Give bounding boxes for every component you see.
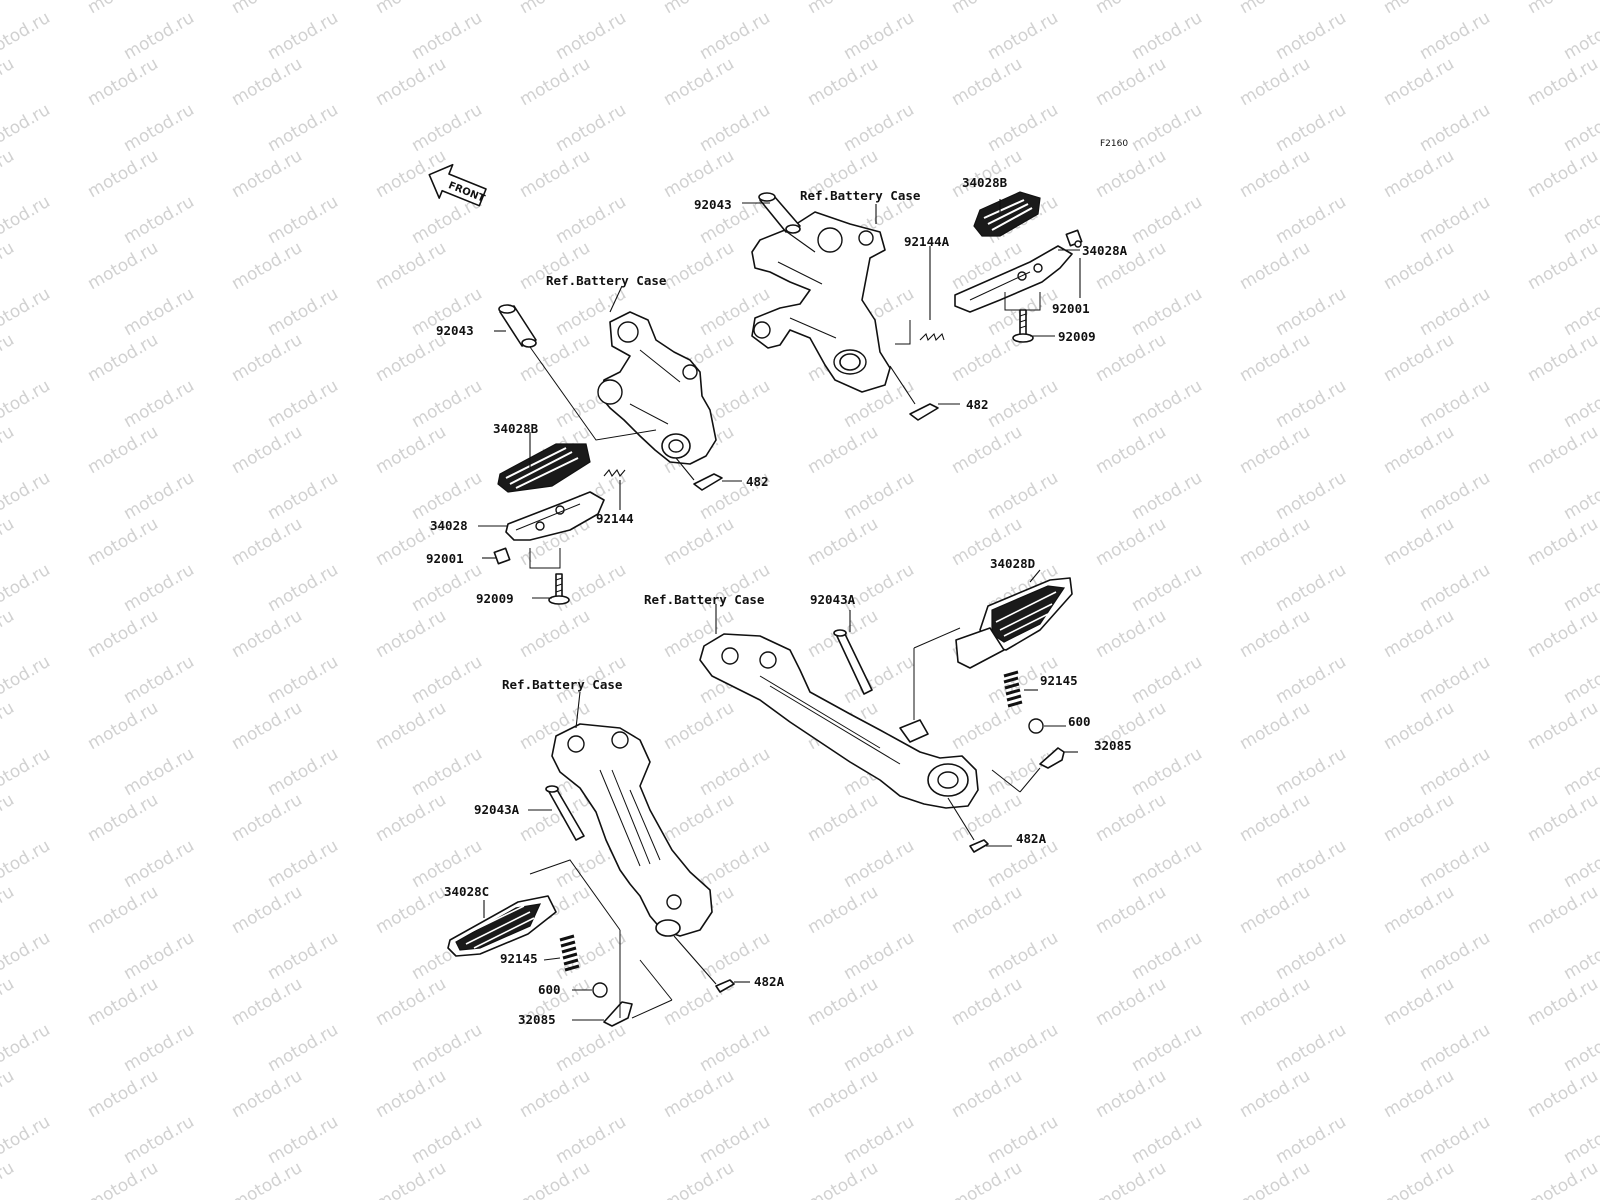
label-92144A: 92144A <box>904 234 950 249</box>
pin-92043-left <box>498 304 537 348</box>
label-92144: 92144 <box>596 511 634 526</box>
label-600-right: 600 <box>1068 714 1091 729</box>
label-34028A: 34028A <box>1082 243 1128 258</box>
clip-482A-right <box>969 839 989 853</box>
lower-left-bracket <box>551 723 713 937</box>
pin-92043A-left <box>545 785 585 841</box>
label-482A-left: 482A <box>754 974 785 989</box>
label-ref-battery-case-upper-left: Ref.Battery Case <box>546 273 667 288</box>
upper-left-bracket <box>597 311 717 465</box>
label-34028: 34028 <box>430 518 468 533</box>
label-482-right: 482 <box>966 397 989 412</box>
clip-482-left <box>693 473 723 491</box>
label-ref-battery-case-lower-left: Ref.Battery Case <box>502 677 623 692</box>
diagram-code: F2160 <box>1100 139 1128 149</box>
label-34028B-left: 34028B <box>493 421 539 436</box>
plate-32085-right <box>1039 747 1065 769</box>
label-92145-right: 92145 <box>1040 673 1078 688</box>
footpeg-bracket-34028A <box>954 245 1073 313</box>
bolt-92009-left <box>548 573 570 605</box>
label-482A-right: 482A <box>1016 831 1047 846</box>
label-32085-left: 32085 <box>518 1012 556 1027</box>
label-92043A-left: 92043A <box>474 802 520 817</box>
label-ref-battery-case-lower-right: Ref.Battery Case <box>644 592 765 607</box>
label-34028C: 34028C <box>444 884 489 899</box>
label-600-left: 600 <box>538 982 561 997</box>
bolt-92001-left <box>493 547 511 565</box>
label-34028D: 34028D <box>990 556 1035 571</box>
front-arrow-icon: FRONT <box>428 163 487 207</box>
label-92043A-right: 92043A <box>810 592 856 607</box>
label-92009-right: 92009 <box>1058 329 1096 344</box>
spring-92145-right <box>1003 670 1023 708</box>
footpeg-rubber-34028B-left <box>497 443 591 493</box>
bolt-92009-right <box>1012 309 1034 343</box>
label-92001-right: 92001 <box>1052 301 1090 316</box>
ball-600-right <box>1028 718 1044 734</box>
upper-right-bracket <box>751 211 891 393</box>
footpeg-34028D <box>955 577 1073 669</box>
spring-92145-left <box>559 934 580 972</box>
label-34028B-top: 34028B <box>962 175 1008 190</box>
footpeg-rubber-34028B-top <box>973 191 1041 237</box>
lower-right-bracket <box>699 633 979 809</box>
clip-482-right <box>909 403 939 421</box>
pin-92043-top <box>758 192 801 234</box>
spring-92144 <box>603 469 626 477</box>
label-32085-right: 32085 <box>1094 738 1132 753</box>
label-92145-left: 92145 <box>500 951 538 966</box>
label-92009-left: 92009 <box>476 591 514 606</box>
ball-600-left <box>592 982 608 998</box>
plate-32085-left <box>603 1001 633 1027</box>
footpeg-bracket-34028 <box>505 491 605 541</box>
label-92001-left: 92001 <box>426 551 464 566</box>
footpeg-34028C <box>447 895 557 957</box>
clip-482A-left <box>715 979 735 993</box>
label-92043-left: 92043 <box>436 323 474 338</box>
spring-92144A <box>919 332 945 342</box>
pin-92043A-right <box>833 629 873 695</box>
label-482-left: 482 <box>746 474 769 489</box>
label-92043-top: 92043 <box>694 197 732 212</box>
bolt-92001-right <box>1065 229 1083 248</box>
label-ref-battery-case-top: Ref.Battery Case <box>800 188 921 203</box>
